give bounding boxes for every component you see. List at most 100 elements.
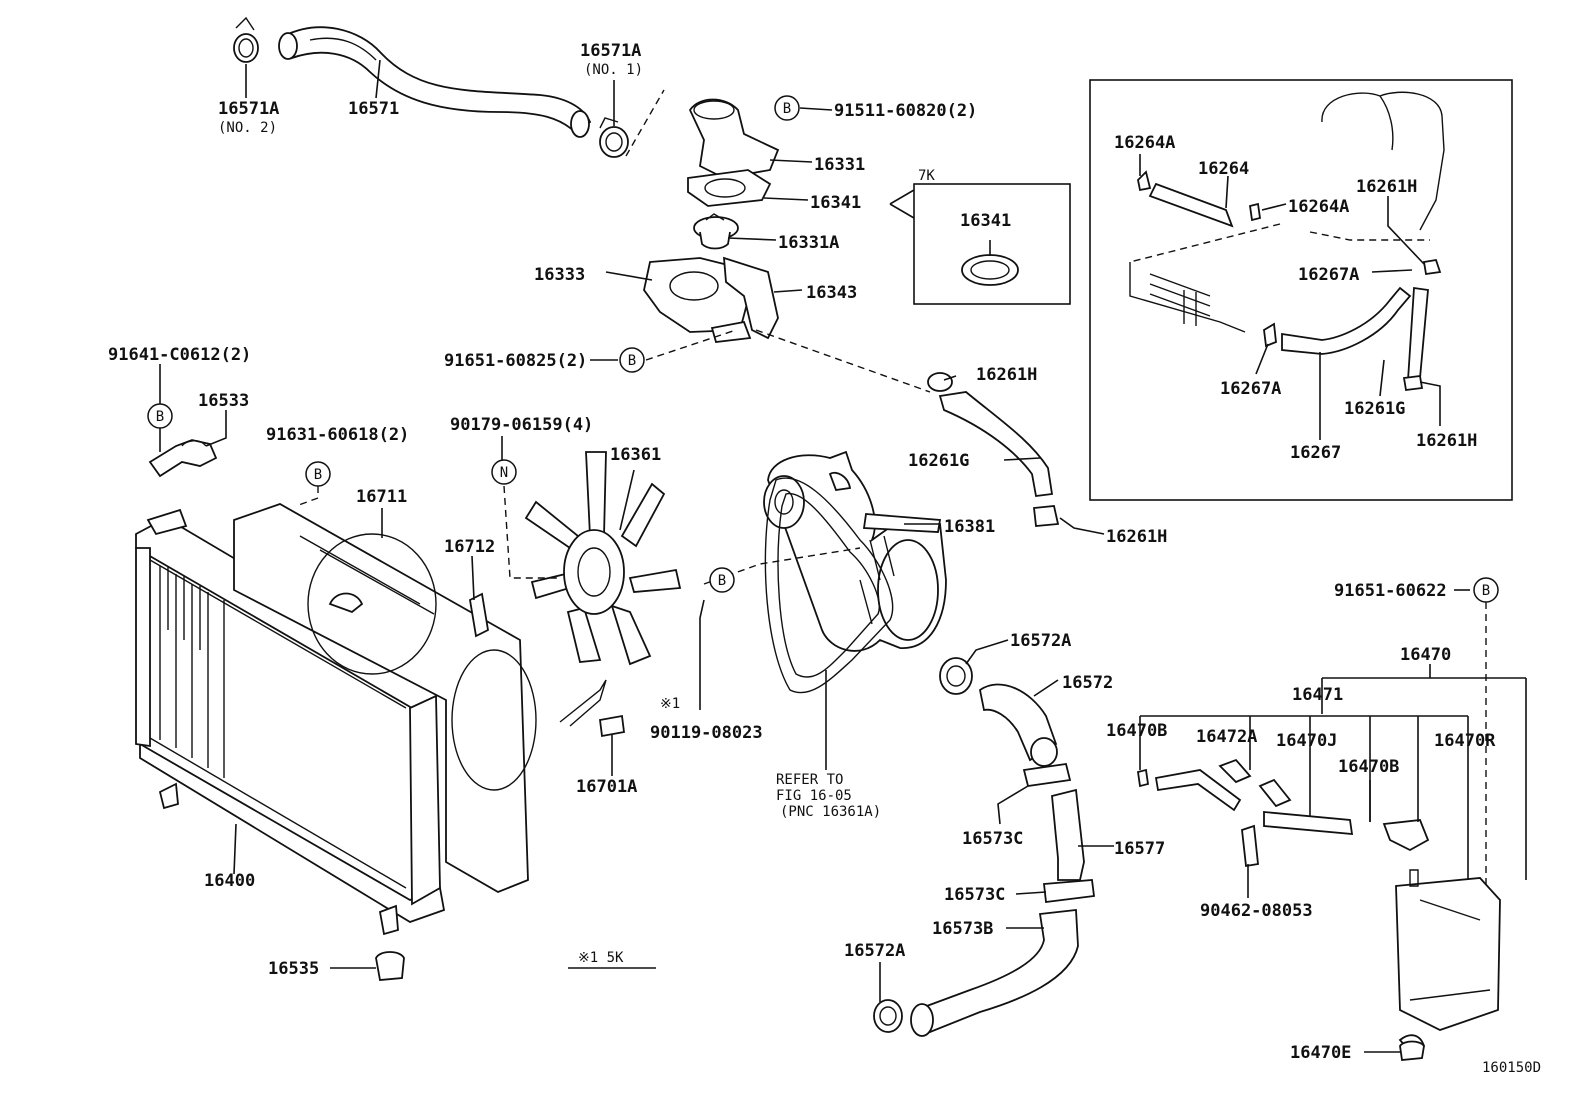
label-7k: 7K bbox=[918, 168, 935, 184]
label-16261H-d: 16261H bbox=[1106, 527, 1167, 547]
circle-marks: B B B B N B B bbox=[147, 95, 1499, 603]
label-16470R: 16470R bbox=[1434, 731, 1496, 751]
label-no1: (NO. 1) bbox=[584, 62, 643, 78]
b-mark-91651-60622: B bbox=[1473, 577, 1499, 603]
label-16573B: 16573B bbox=[932, 919, 993, 939]
label-16261H-c: 16261H bbox=[976, 365, 1037, 385]
label-90179-06159: 90179-06159(4) bbox=[450, 415, 593, 435]
label-91651-60825: 91651-60825(2) bbox=[444, 351, 587, 371]
label-16333: 16333 bbox=[534, 265, 585, 285]
label-16573C-a: 16573C bbox=[962, 829, 1023, 849]
label-16381: 16381 bbox=[944, 517, 995, 537]
label-16470J: 16470J bbox=[1276, 731, 1337, 751]
label-pnc-16361A: (PNC 16361A) bbox=[780, 804, 881, 820]
label-16533: 16533 bbox=[198, 391, 249, 411]
cap-16470E-drawing bbox=[1399, 1040, 1425, 1061]
label-16470E: 16470E bbox=[1290, 1043, 1351, 1063]
water-pump-16381-drawing bbox=[763, 450, 947, 652]
label-16572A-a: 16572A bbox=[1010, 631, 1071, 651]
label-footnote-5k: ※1 5K bbox=[578, 950, 624, 966]
label-16264A-a: 16264A bbox=[1114, 133, 1175, 153]
plug-16535-drawing bbox=[375, 951, 405, 981]
svg-text:N: N bbox=[500, 465, 508, 481]
label-16267A-a: 16267A bbox=[1298, 265, 1359, 285]
b-mark-91511: B bbox=[774, 95, 800, 121]
label-90119-08023: 90119-08023 bbox=[650, 723, 763, 743]
n-mark-90179: N bbox=[491, 459, 517, 485]
label-16331A: 16331A bbox=[778, 233, 839, 253]
label-16470B-b: 16470B bbox=[1338, 757, 1399, 777]
reservoir-hoses-drawing bbox=[1136, 758, 1430, 868]
label-16267: 16267 bbox=[1290, 443, 1341, 463]
label-16264: 16264 bbox=[1198, 159, 1249, 179]
radiator-support-16533-drawing bbox=[148, 439, 218, 478]
label-16573C-b: 16573C bbox=[944, 885, 1005, 905]
label-16712: 16712 bbox=[444, 537, 495, 557]
hose-clamp-no1-drawing bbox=[599, 117, 629, 158]
svg-text:B: B bbox=[628, 353, 636, 369]
label-16261H-a: 16261H bbox=[1356, 177, 1417, 197]
label-16472A: 16472A bbox=[1196, 727, 1257, 747]
svg-text:B: B bbox=[783, 101, 791, 117]
hose-16577-drawing bbox=[1051, 788, 1085, 881]
hose-clamp-16573C-lower-drawing bbox=[1043, 879, 1096, 904]
label-ref-mark: ※1 bbox=[660, 696, 680, 712]
label-16267A-b: 16267A bbox=[1220, 379, 1281, 399]
b-mark-90119: B bbox=[709, 567, 735, 593]
inset-hose-box bbox=[1089, 79, 1513, 501]
bypass-hose-16261G-drawing bbox=[927, 372, 1060, 527]
svg-text:B: B bbox=[718, 573, 726, 589]
label-16261H-b: 16261H bbox=[1416, 431, 1477, 451]
b-mark-91631: B bbox=[305, 461, 331, 487]
label-16572A-b: 16572A bbox=[844, 941, 905, 961]
radiator-hose-16572-drawing bbox=[939, 657, 1058, 767]
b-mark-91641: B bbox=[147, 403, 173, 429]
part-labels: 16571A (NO. 2) 16571 16571A (NO. 1) 9151… bbox=[108, 41, 1541, 1076]
label-16331: 16331 bbox=[814, 155, 865, 175]
label-7k-16341: 16341 bbox=[960, 211, 1011, 231]
label-16572: 16572 bbox=[1062, 673, 1113, 693]
shroud-piece-16712-drawing bbox=[469, 592, 489, 638]
svg-text:B: B bbox=[314, 467, 322, 483]
water-inlet-16331-drawing bbox=[688, 98, 780, 179]
gasket-16343-drawing bbox=[722, 256, 779, 340]
svg-text:B: B bbox=[1482, 583, 1490, 599]
label-16571A-no2: 16571A bbox=[218, 99, 279, 119]
label-16701A: 16701A bbox=[576, 777, 637, 797]
v-belt-drawing bbox=[764, 477, 894, 694]
label-91651-60622: 91651-60622 bbox=[1334, 581, 1447, 601]
hose-clamp-no2-drawing bbox=[233, 16, 259, 63]
label-16361: 16361 bbox=[610, 445, 661, 465]
label-fig-16-05: FIG 16-05 bbox=[776, 788, 852, 804]
label-91631-60618: 91631-60618(2) bbox=[266, 425, 409, 445]
label-16577: 16577 bbox=[1114, 839, 1165, 859]
figure-id: 160150D bbox=[1482, 1060, 1541, 1076]
label-16343: 16343 bbox=[806, 283, 857, 303]
label-16264A-b: 16264A bbox=[1288, 197, 1349, 217]
leader-lines bbox=[159, 59, 1527, 1053]
svg-text:B: B bbox=[156, 409, 164, 425]
reservoir-tank-16470-drawing bbox=[1395, 869, 1501, 1056]
hose-16573B-drawing bbox=[910, 909, 1079, 1037]
label-16711: 16711 bbox=[356, 487, 407, 507]
label-16261G: 16261G bbox=[908, 451, 969, 471]
gasket-16341-drawing bbox=[687, 169, 772, 207]
inset-7k-box bbox=[913, 183, 1071, 305]
label-16341: 16341 bbox=[810, 193, 861, 213]
b-mark-91651-60825: B bbox=[619, 347, 645, 373]
label-16261G-inset: 16261G bbox=[1344, 399, 1405, 419]
thermostat-16331A-drawing bbox=[693, 213, 739, 250]
gasket-7k-drawing bbox=[961, 254, 1019, 286]
fan-16361-drawing bbox=[524, 451, 682, 666]
upper-radiator-hose-drawing bbox=[278, 26, 592, 138]
label-16471: 16471 bbox=[1292, 685, 1343, 705]
label-no2: (NO. 2) bbox=[218, 120, 277, 136]
hose-clamp-16573C-drawing bbox=[1022, 762, 1072, 788]
label-16571: 16571 bbox=[348, 99, 399, 119]
label-16400: 16400 bbox=[204, 871, 255, 891]
inset-hose-parts-drawing bbox=[1129, 91, 1445, 392]
label-16470B-a: 16470B bbox=[1106, 721, 1167, 741]
part-16701A-drawing bbox=[599, 714, 625, 738]
label-16535: 16535 bbox=[268, 959, 319, 979]
hose-clamp-16572A-lower-drawing bbox=[873, 999, 903, 1033]
